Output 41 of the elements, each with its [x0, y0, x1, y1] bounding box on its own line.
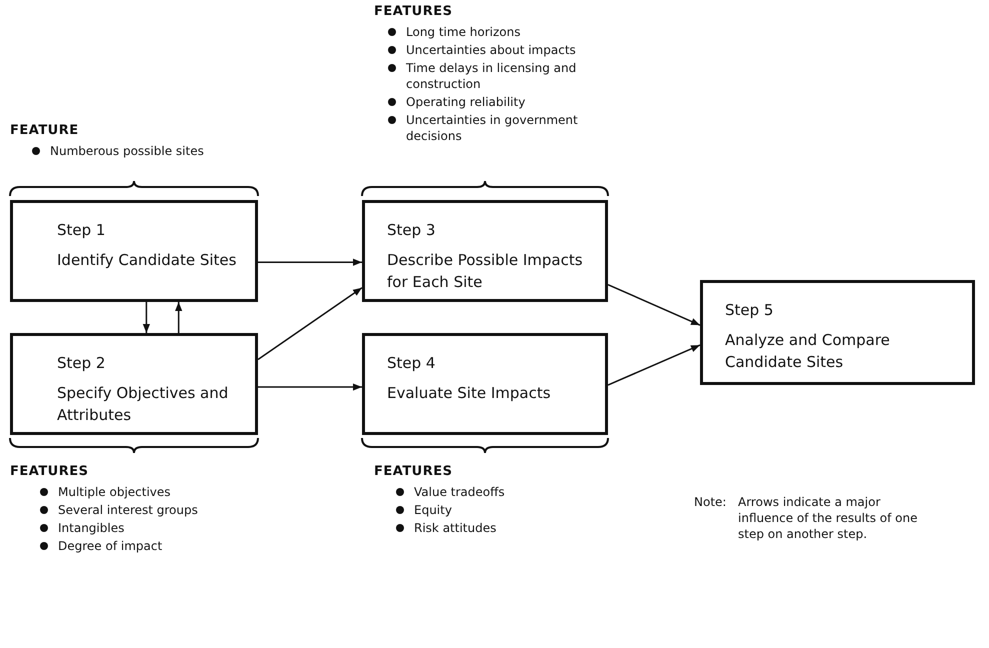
- feature-item: Value tradeoffs: [394, 484, 574, 500]
- feature-item: Uncertainties in government decisions: [386, 112, 586, 144]
- step-description: Evaluate Site Impacts: [387, 383, 552, 404]
- process-box: [362, 200, 608, 302]
- step-title: Step 5: [725, 301, 774, 319]
- arrow: [175, 302, 182, 333]
- feature-item: Equity: [394, 502, 574, 518]
- step-title: Step 1: [57, 221, 106, 239]
- feature-item: Intangibles: [38, 520, 238, 536]
- feature-item: Degree of impact: [38, 538, 238, 554]
- features-heading: FEATURES: [10, 464, 88, 479]
- step-description: Analyze and Compare Candidate Sites: [725, 330, 891, 373]
- process-box: [10, 200, 258, 302]
- process-box: [362, 333, 608, 435]
- arrow: [608, 284, 700, 326]
- arrow: [258, 383, 362, 391]
- note-label: Note:: [694, 494, 726, 510]
- features-heading: FEATURE: [10, 123, 79, 138]
- feature-item: Risk attitudes: [394, 520, 574, 536]
- feature-item: Multiple objectives: [38, 484, 238, 500]
- step-description: Specify Objectives and Attributes: [57, 383, 230, 426]
- note-text: Arrows indicate a major influence of the results of one step on another step.: [738, 494, 919, 542]
- features-heading: FEATURES: [374, 464, 452, 479]
- step-title: Step 2: [57, 354, 106, 372]
- step-title: Step 3: [387, 221, 436, 239]
- feature-item: Uncertainties about impacts: [386, 42, 586, 58]
- arrow: [608, 344, 700, 386]
- feature-item: Time delays in licensing and construction: [386, 60, 586, 92]
- features-heading: FEATURES: [374, 4, 452, 19]
- feature-item: Several interest groups: [38, 502, 238, 518]
- step-description: Describe Possible Impacts for Each Site: [387, 250, 584, 293]
- step-description: Identify Candidate Sites: [57, 250, 238, 271]
- step-title: Step 4: [387, 354, 436, 372]
- feature-item: Long time horizons: [386, 24, 586, 40]
- arrow: [258, 287, 362, 360]
- process-box: [700, 280, 975, 385]
- process-box: [10, 333, 258, 435]
- feature-item: Numberous possible sites: [30, 143, 250, 159]
- arrow: [258, 258, 362, 266]
- arrow: [142, 302, 150, 333]
- feature-item: Operating reliability: [386, 94, 586, 110]
